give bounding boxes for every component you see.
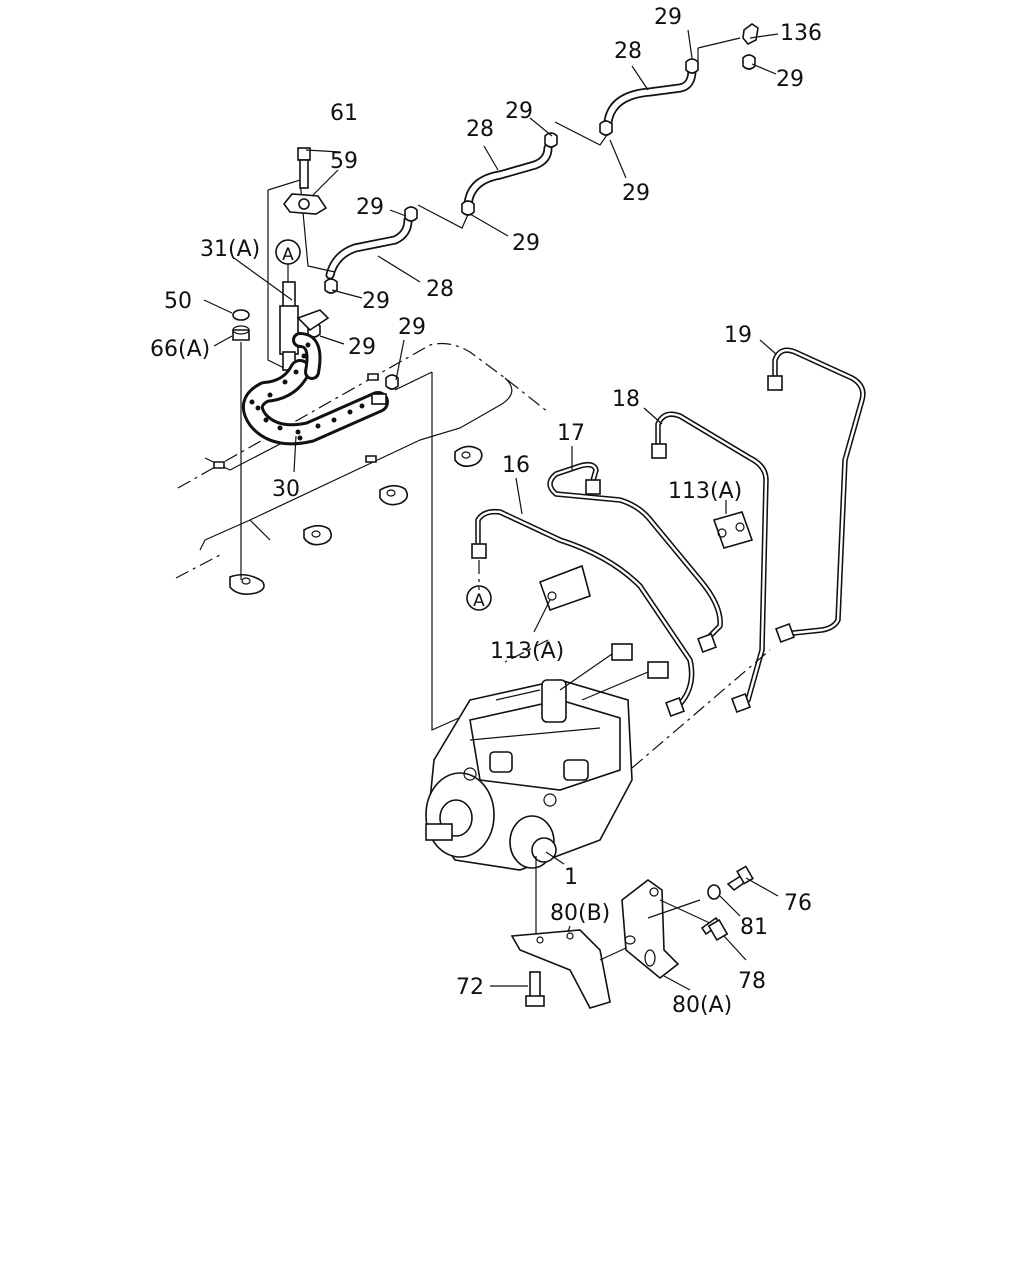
label-136: 136 <box>780 21 822 46</box>
label-61: 61 <box>330 101 358 126</box>
label-81: 81 <box>740 915 768 940</box>
label-28: 28 <box>426 277 454 302</box>
ref-marker-bottom-text: A <box>473 591 485 611</box>
leak-off-hose-chain <box>267 23 759 390</box>
label-29: 29 <box>356 195 384 220</box>
label-29: 29 <box>505 99 533 124</box>
engine-block-outline <box>175 342 549 663</box>
bolt-and-bracket <box>282 147 328 215</box>
label-76: 76 <box>784 891 812 916</box>
label-113a: 113(A) <box>490 639 564 664</box>
label-29: 29 <box>348 335 376 360</box>
label-78: 78 <box>738 969 766 994</box>
label-66a: 66(A) <box>150 337 210 362</box>
label-29: 29 <box>776 67 804 92</box>
label-80a: 80(A) <box>672 993 732 1018</box>
ref-marker-top: A <box>275 239 301 265</box>
label-80b: 80(B) <box>550 901 610 926</box>
leader-lines <box>203 29 779 991</box>
ref-marker-bottom: A <box>466 585 492 611</box>
callout-labels: 136 29 29 28 29 28 29 61 59 29 29 31(A) … <box>150 5 822 1018</box>
label-1: 1 <box>564 865 578 890</box>
label-29: 29 <box>622 181 650 206</box>
label-31a: 31(A) <box>200 237 260 262</box>
label-29: 29 <box>398 315 426 340</box>
label-50: 50 <box>164 289 192 314</box>
label-17: 17 <box>557 421 585 446</box>
label-72: 72 <box>456 975 484 1000</box>
label-30: 30 <box>272 477 300 502</box>
label-59: 59 <box>330 149 358 174</box>
label-16: 16 <box>502 453 530 478</box>
label-28: 28 <box>614 39 642 64</box>
washers-and-stud <box>232 309 250 580</box>
label-18: 18 <box>612 387 640 412</box>
injection-pump <box>394 371 669 871</box>
leak-off-pipe <box>241 332 389 446</box>
pipe-clamps <box>538 511 754 612</box>
label-29: 29 <box>512 231 540 256</box>
injection-pipes <box>471 347 866 769</box>
label-29: 29 <box>362 289 390 314</box>
label-28: 28 <box>466 117 494 142</box>
label-29: 29 <box>654 5 682 30</box>
label-19: 19 <box>724 323 752 348</box>
label-113a: 113(A) <box>668 479 742 504</box>
pump-brackets <box>510 856 754 1009</box>
ref-marker-top-text: A <box>282 245 294 265</box>
